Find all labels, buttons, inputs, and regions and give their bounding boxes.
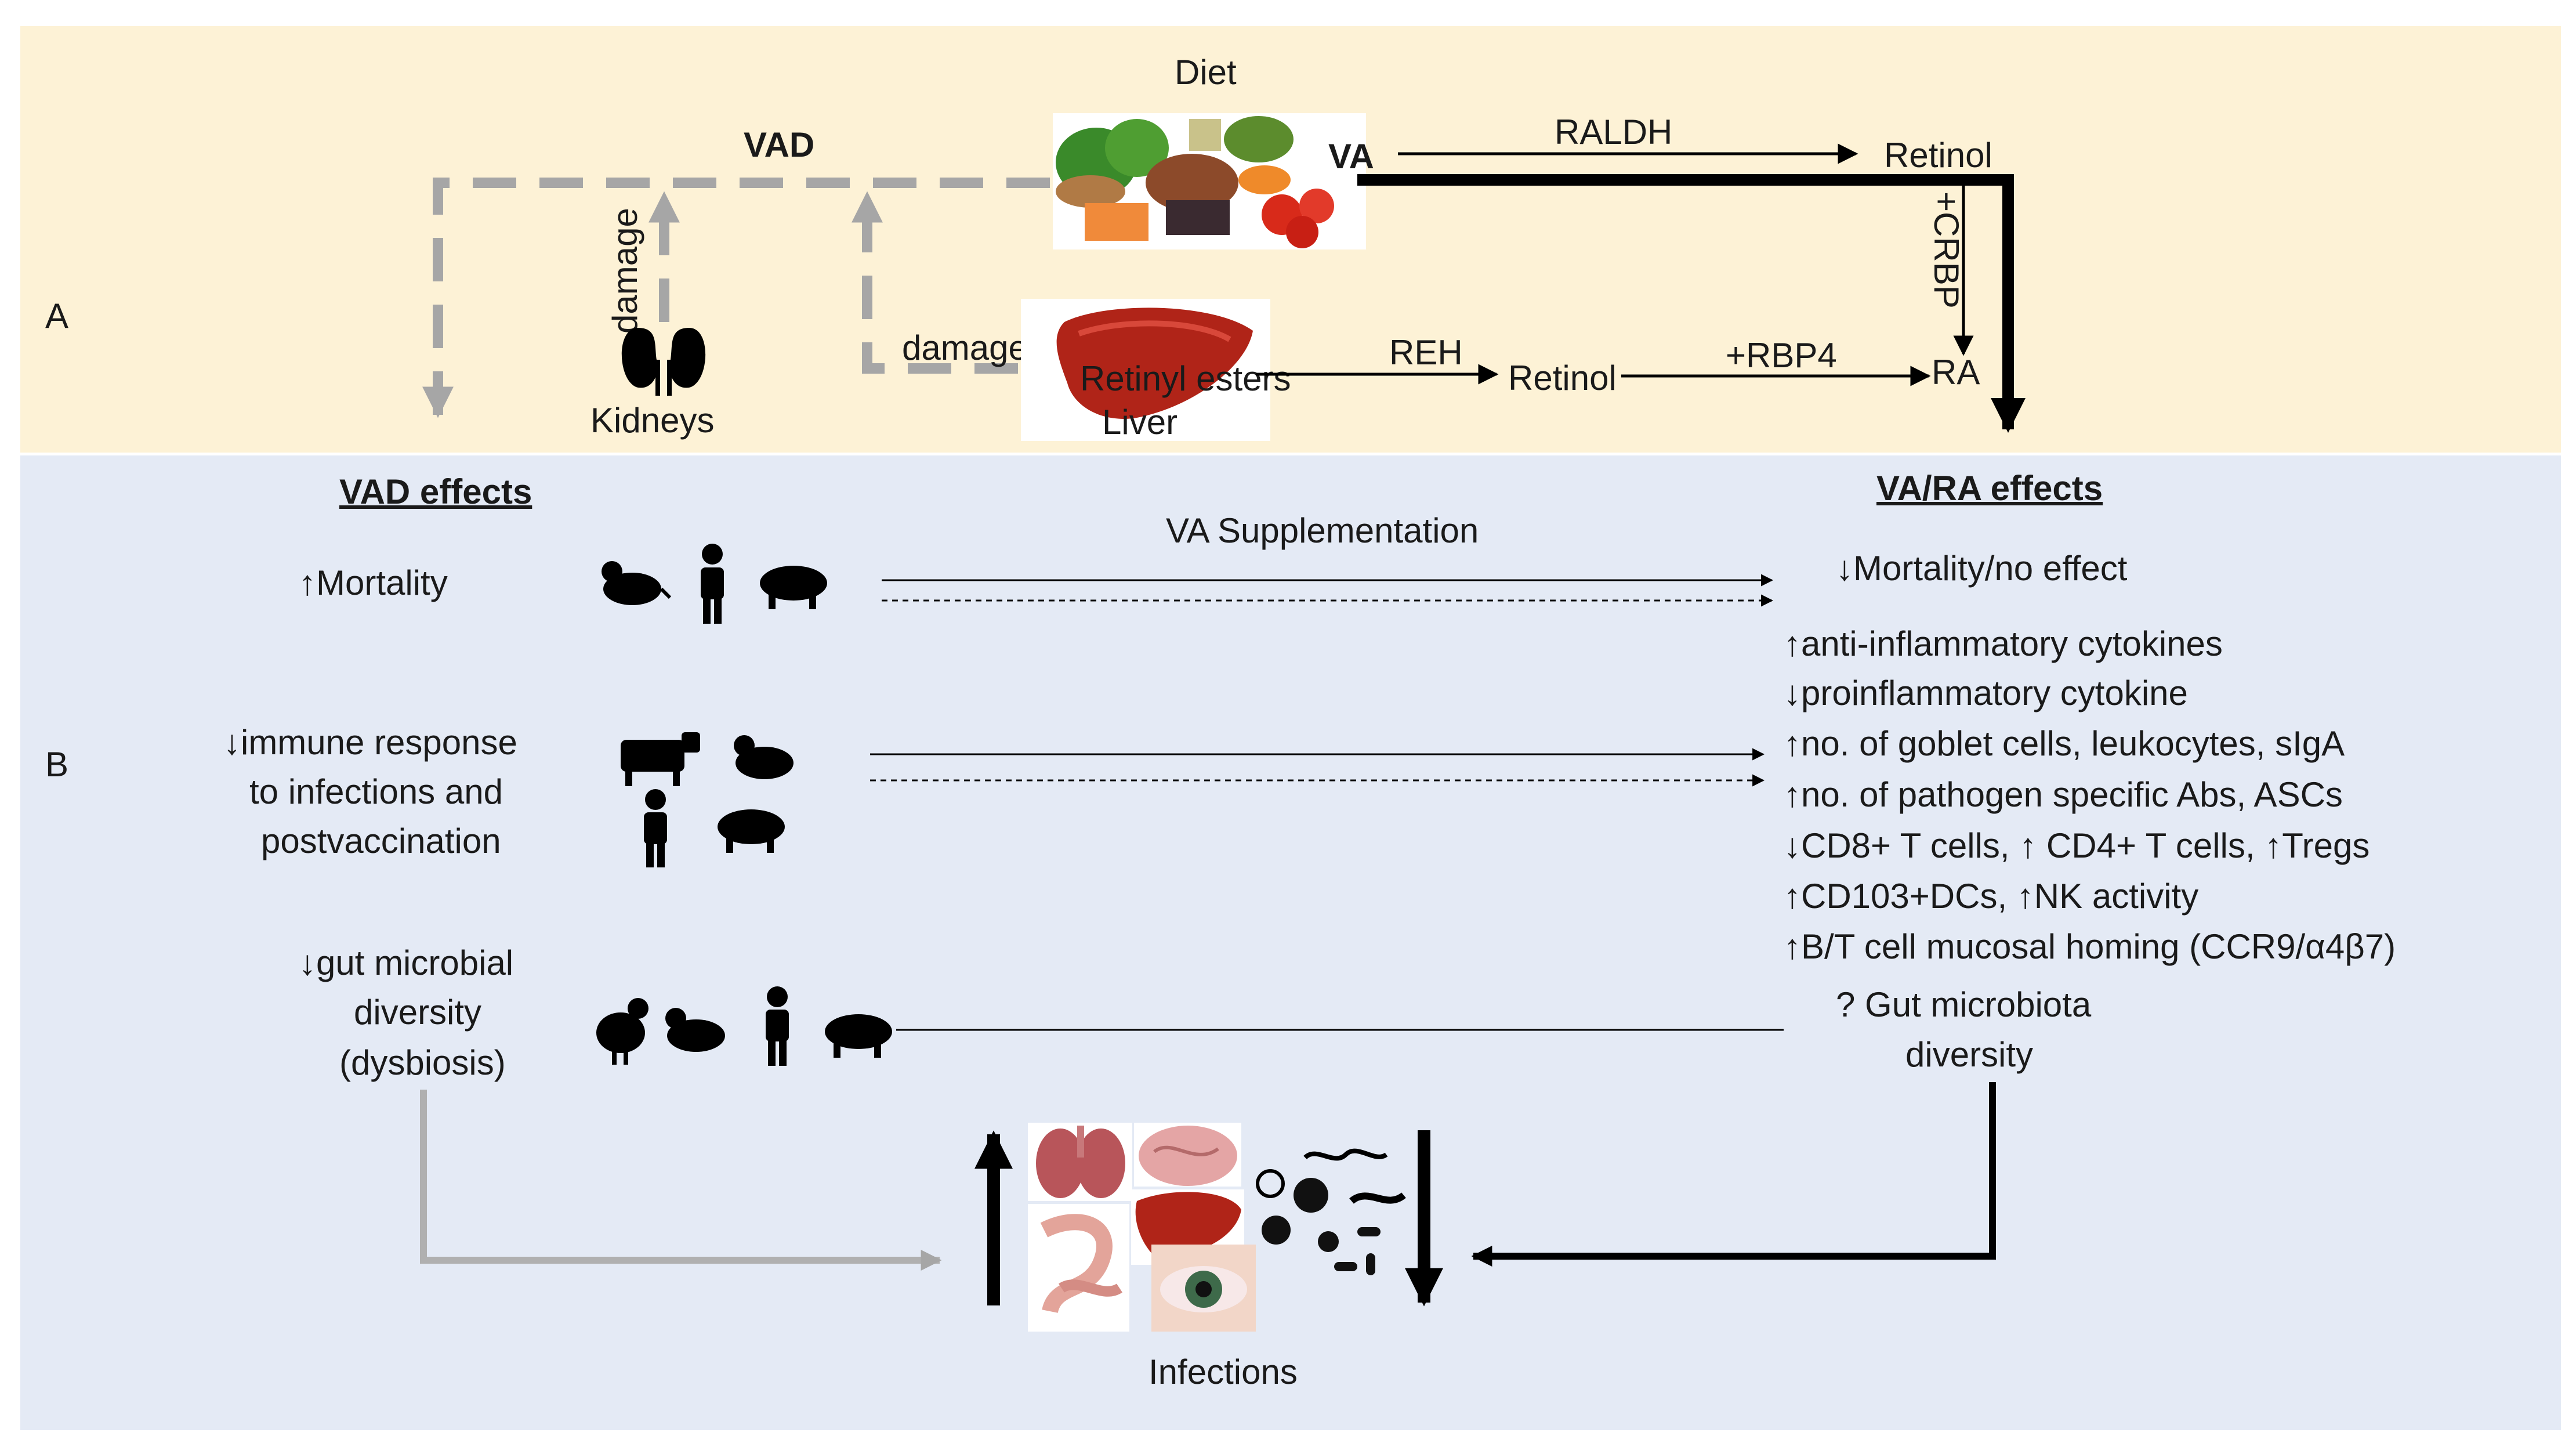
lungs-image (1028, 1123, 1132, 1201)
pathogens-image (1256, 1148, 1406, 1275)
panel-a-label: A (45, 296, 68, 335)
brain-image (1134, 1123, 1241, 1187)
microbiota-to-infections-arrow (1471, 1082, 1996, 1267)
pig-icon (718, 809, 785, 853)
raldh-label: RALDH (1555, 113, 1672, 151)
gut-line-1: ↓gut microbial (299, 943, 513, 982)
vad-dashed-pathway (422, 178, 1050, 418)
rodent-icon (602, 561, 672, 605)
ra-label: RA (1932, 353, 1980, 392)
retinol-mid-label: Retinol (1508, 359, 1617, 397)
va-ra-effects-title: VA/RA effects (1876, 469, 2103, 508)
va-label: VA (1328, 137, 1374, 176)
dysbiosis-to-infections-arrow (420, 1090, 942, 1271)
microbiota-line-2: diversity (1905, 1035, 2033, 1074)
intestine-image (1028, 1204, 1129, 1332)
panel-b-background (20, 455, 2561, 1430)
vad-effects-title: VAD effects (339, 472, 532, 511)
diet-label: Diet (1175, 53, 1237, 92)
mortality-label: ↑Mortality (299, 563, 448, 602)
gut-line-3: (dysbiosis) (339, 1043, 506, 1082)
gut-line-2: diversity (354, 993, 481, 1032)
effect-item-3: ↑no. of goblet cells, leukocytes, sIgA (1784, 724, 2345, 763)
infections-label: Infections (1148, 1352, 1298, 1391)
va-ra-thick-arrow (1357, 174, 2026, 433)
liver-image (1021, 299, 1270, 441)
va-supplementation-label: VA Supplementation (1166, 511, 1479, 550)
kidney-icon (621, 328, 706, 396)
rodent-icon (665, 1008, 725, 1052)
immune-line-2: to infections and (249, 772, 503, 811)
microbiota-line-1: ? Gut microbiota (1836, 985, 2092, 1024)
effect-item-4: ↑no. of pathogen specific Abs, ASCs (1784, 775, 2343, 814)
effect-item-1: ↑anti-inflammatory cytokines (1784, 624, 2223, 663)
human-icon (701, 544, 724, 624)
damage-kidney-label: damage (606, 208, 644, 334)
pig-icon (825, 1014, 892, 1058)
effect-item-5: ↓CD8+ T cells, ↑ CD4+ T cells, ↑Tregs (1784, 826, 2370, 865)
effect-item-2: ↓proinflammatory cytokine (1784, 674, 2188, 712)
vad-label: VAD (744, 125, 814, 164)
chicken-icon (596, 998, 648, 1065)
immune-line-1: ↓immune response (223, 723, 517, 762)
retinyl-esters-label: Retinyl esters (1080, 359, 1291, 398)
rbp4-label: +RBP4 (1726, 336, 1837, 375)
reh-label: REH (1389, 333, 1463, 372)
human-icon (644, 789, 667, 867)
immune-line-3: postvaccination (261, 822, 501, 860)
effect-item-7: ↑B/T cell mucosal homing (CCR9/α4β7) (1784, 927, 2396, 966)
effect-item-6: ↑CD103+DCs, ↑NK activity (1784, 877, 2198, 916)
human-icon (766, 986, 789, 1066)
pig-icon (760, 566, 827, 609)
damage-liver-label: damage (902, 328, 1028, 367)
kidneys-label: Kidneys (590, 401, 714, 440)
cow-icon (621, 732, 700, 786)
retinol-top-label: Retinol (1884, 136, 1992, 175)
panel-b-label: B (45, 745, 68, 784)
diet-food-image (1053, 113, 1366, 249)
mortality-effect-label: ↓Mortality/no effect (1836, 549, 2128, 588)
crbp-label: +CRBP (1927, 191, 1966, 309)
rodent-icon (734, 735, 794, 779)
eye-image (1151, 1245, 1256, 1332)
liver-label: Liver (1102, 403, 1178, 442)
